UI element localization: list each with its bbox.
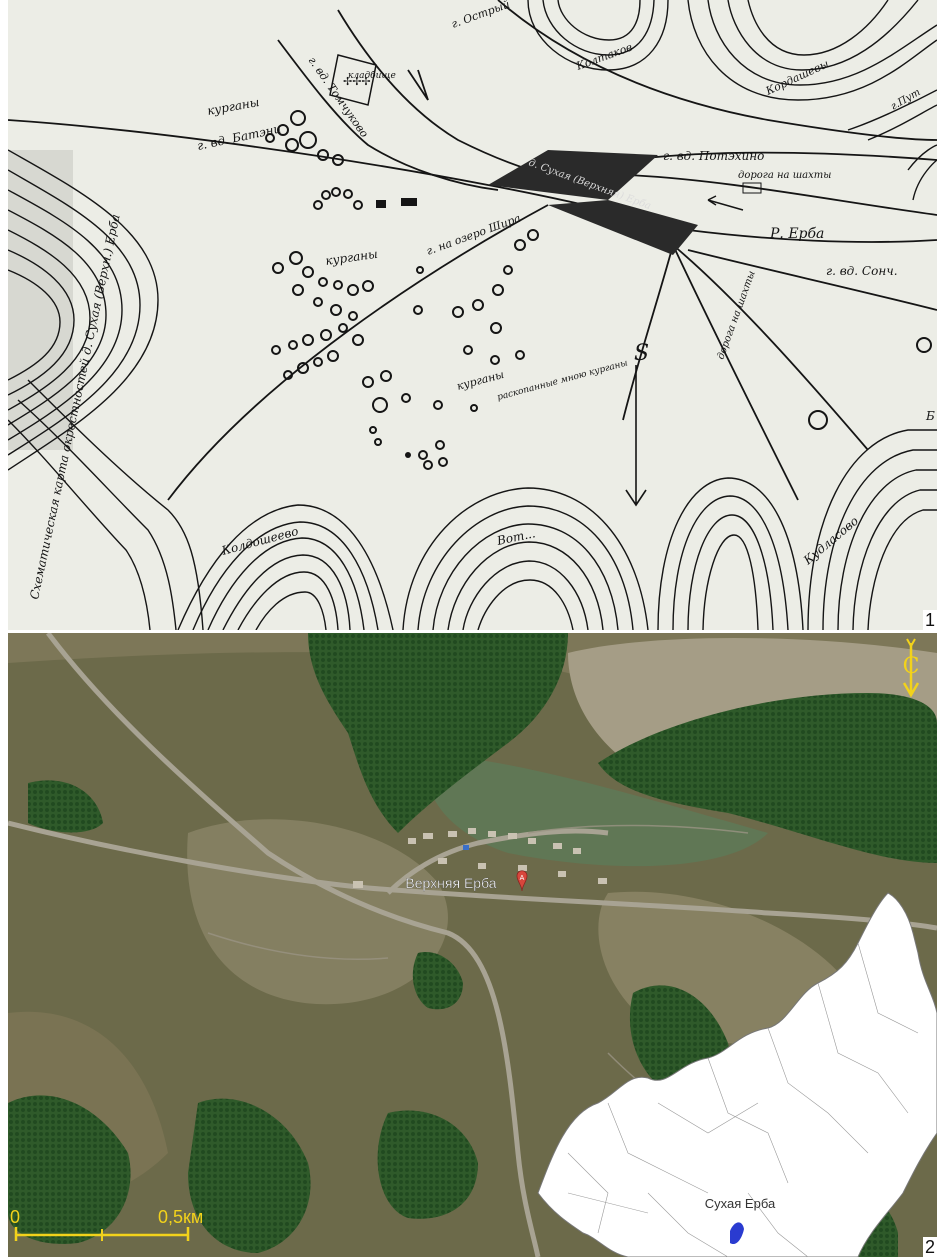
river-flow-arrow bbox=[707, 195, 744, 211]
marker-letter: A bbox=[520, 875, 525, 882]
scale-bar: 0 0,5км bbox=[10, 1207, 203, 1241]
label-valley-sonch: г. вд. Сонч. bbox=[826, 264, 898, 278]
panel-number-2: 2 bbox=[922, 1237, 937, 1257]
inset-label: Сухая Ерба bbox=[705, 1196, 776, 1211]
forest-areas bbox=[8, 633, 937, 1257]
label-road-shachty: дорога на шахты bbox=[738, 170, 831, 181]
place-name-label: Верхняя Ерба bbox=[405, 875, 496, 891]
contour-lines bbox=[8, 0, 937, 630]
sketch-map-panel: ✢✢✢ S курганы кладбище г. вд. Б bbox=[8, 0, 937, 630]
building-icon bbox=[376, 200, 386, 208]
north-arrow-icon: С bbox=[903, 638, 920, 698]
sketch-north-arrow: S bbox=[625, 341, 649, 507]
svg-text:✢✢✢: ✢✢✢ bbox=[343, 76, 371, 88]
cemetery-icon: ✢✢✢ bbox=[329, 54, 377, 106]
village-hatched-block bbox=[488, 150, 698, 255]
north-symbol: С bbox=[903, 654, 920, 679]
label-edge-letter: Б bbox=[925, 409, 935, 423]
location-marker-icon[interactable]: A bbox=[516, 870, 528, 892]
russia-inset-map: Сухая Ерба bbox=[537, 892, 937, 1257]
label-valley-pottkhino: г. вд. Потэхино bbox=[663, 149, 764, 163]
village-buildings bbox=[353, 828, 607, 888]
scale-end-label: 0,5км bbox=[158, 1207, 203, 1227]
satellite-map: A Верхняя Ерба С 0 0,5км Сухая Е bbox=[8, 633, 937, 1257]
building-icon bbox=[401, 198, 417, 206]
roads bbox=[8, 633, 937, 1257]
panel-number-1: 1 bbox=[922, 610, 937, 630]
label-cemetery: кладбище bbox=[348, 70, 396, 81]
svg-text:S: S bbox=[634, 341, 649, 366]
satellite-map-panel: A Верхняя Ерба С 0 0,5км Сухая Е bbox=[8, 633, 937, 1257]
building-icon bbox=[742, 182, 762, 194]
sketch-map: ✢✢✢ S курганы кладбище г. вд. Б bbox=[8, 0, 937, 630]
label-river-erba: Р. Ерба bbox=[769, 226, 824, 242]
kurgan-circles bbox=[265, 110, 932, 470]
scale-start-label: 0 bbox=[10, 1207, 20, 1227]
